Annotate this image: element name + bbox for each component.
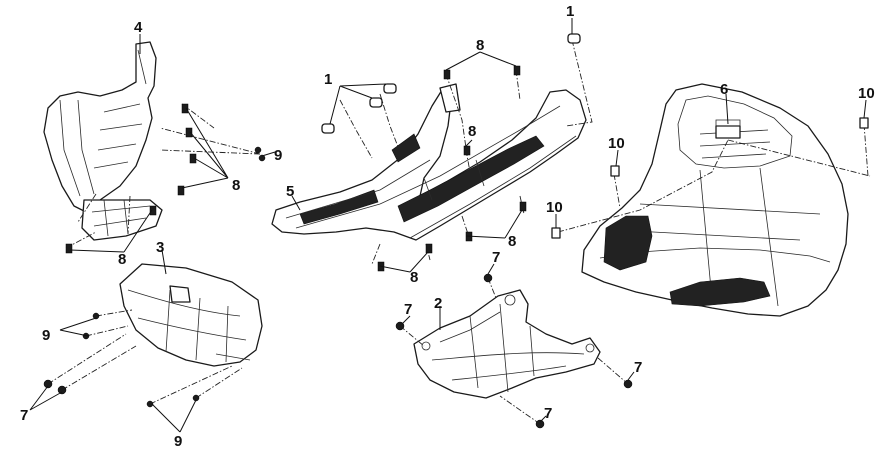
callout-7-left: 7 xyxy=(20,407,28,424)
callout-7-center-top: 7 xyxy=(492,249,500,266)
callout-8-center: 8 xyxy=(468,123,476,140)
callout-4: 4 xyxy=(134,19,143,36)
callout-9-upper: 9 xyxy=(274,147,282,164)
callout-8-upper-left: 8 xyxy=(232,177,240,194)
part-5-floor-panel xyxy=(271,83,587,241)
callout-3: 3 xyxy=(156,239,164,256)
callout-2: 2 xyxy=(434,295,442,312)
callout-7-center-right: 7 xyxy=(634,359,642,376)
callout-8-center-bottom: 8 xyxy=(410,269,418,286)
callout-8-top-center: 8 xyxy=(476,37,484,54)
callout-7-center-left: 7 xyxy=(404,301,412,318)
part-3-lower-left-cover xyxy=(119,263,263,367)
callout-10-left: 10 xyxy=(546,199,563,216)
callout-9-left: 9 xyxy=(42,327,50,344)
callout-1-top-right: 1 xyxy=(566,3,574,20)
leader-lines xyxy=(29,18,867,433)
callout-1-center: 1 xyxy=(324,71,332,88)
callout-labels: 1 1 2 3 4 5 6 7 7 7 7 7 8 8 8 8 8 8 9 9 … xyxy=(20,3,875,450)
callout-7-center-bottom: 7 xyxy=(544,405,552,422)
callout-8-center-right: 8 xyxy=(508,233,516,250)
part-6-rear-floor-cover xyxy=(581,83,849,317)
callout-9-bottom: 9 xyxy=(174,433,182,450)
callout-10-right: 10 xyxy=(858,85,875,102)
callout-6: 6 xyxy=(720,81,728,98)
part-4-front-inner-cover xyxy=(43,41,163,241)
callout-8-lower-left: 8 xyxy=(118,251,126,268)
callout-10-center: 10 xyxy=(608,135,625,152)
callout-5: 5 xyxy=(286,183,294,200)
part-2-under-cover xyxy=(413,289,601,399)
